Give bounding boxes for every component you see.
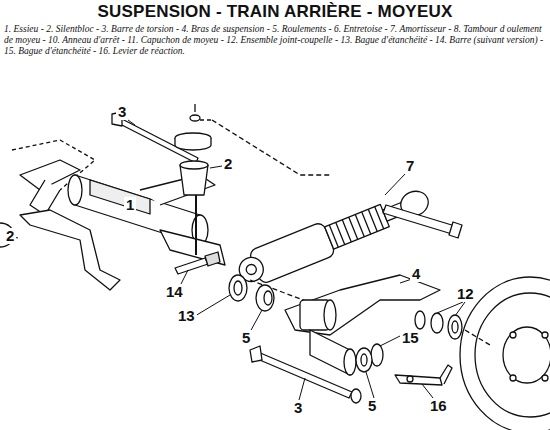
callout-number: 5 <box>240 330 252 346</box>
callout-number: 2 <box>222 156 234 172</box>
callout-number: 14 <box>164 284 185 300</box>
callout-number: 5 <box>366 398 378 414</box>
parts-caption: 1. Essieu - 2. Silentbloc - 3. Barre de … <box>4 24 546 57</box>
callout-number: 12 <box>455 286 476 302</box>
callout-number: 4 <box>410 266 422 282</box>
callout-number: 13 <box>176 308 197 324</box>
callout-number: 1 <box>124 197 136 213</box>
callout-number: 2 <box>4 228 16 244</box>
callout-number: 3 <box>116 104 128 120</box>
callout-number: 7 <box>404 158 416 174</box>
diagram-title: SUSPENSION - TRAIN ARRIÈRE - MOYEUX <box>0 2 550 22</box>
callout-number: 3 <box>292 400 304 416</box>
callout-number: 16 <box>428 398 449 414</box>
callout-number: 15 <box>400 330 421 346</box>
